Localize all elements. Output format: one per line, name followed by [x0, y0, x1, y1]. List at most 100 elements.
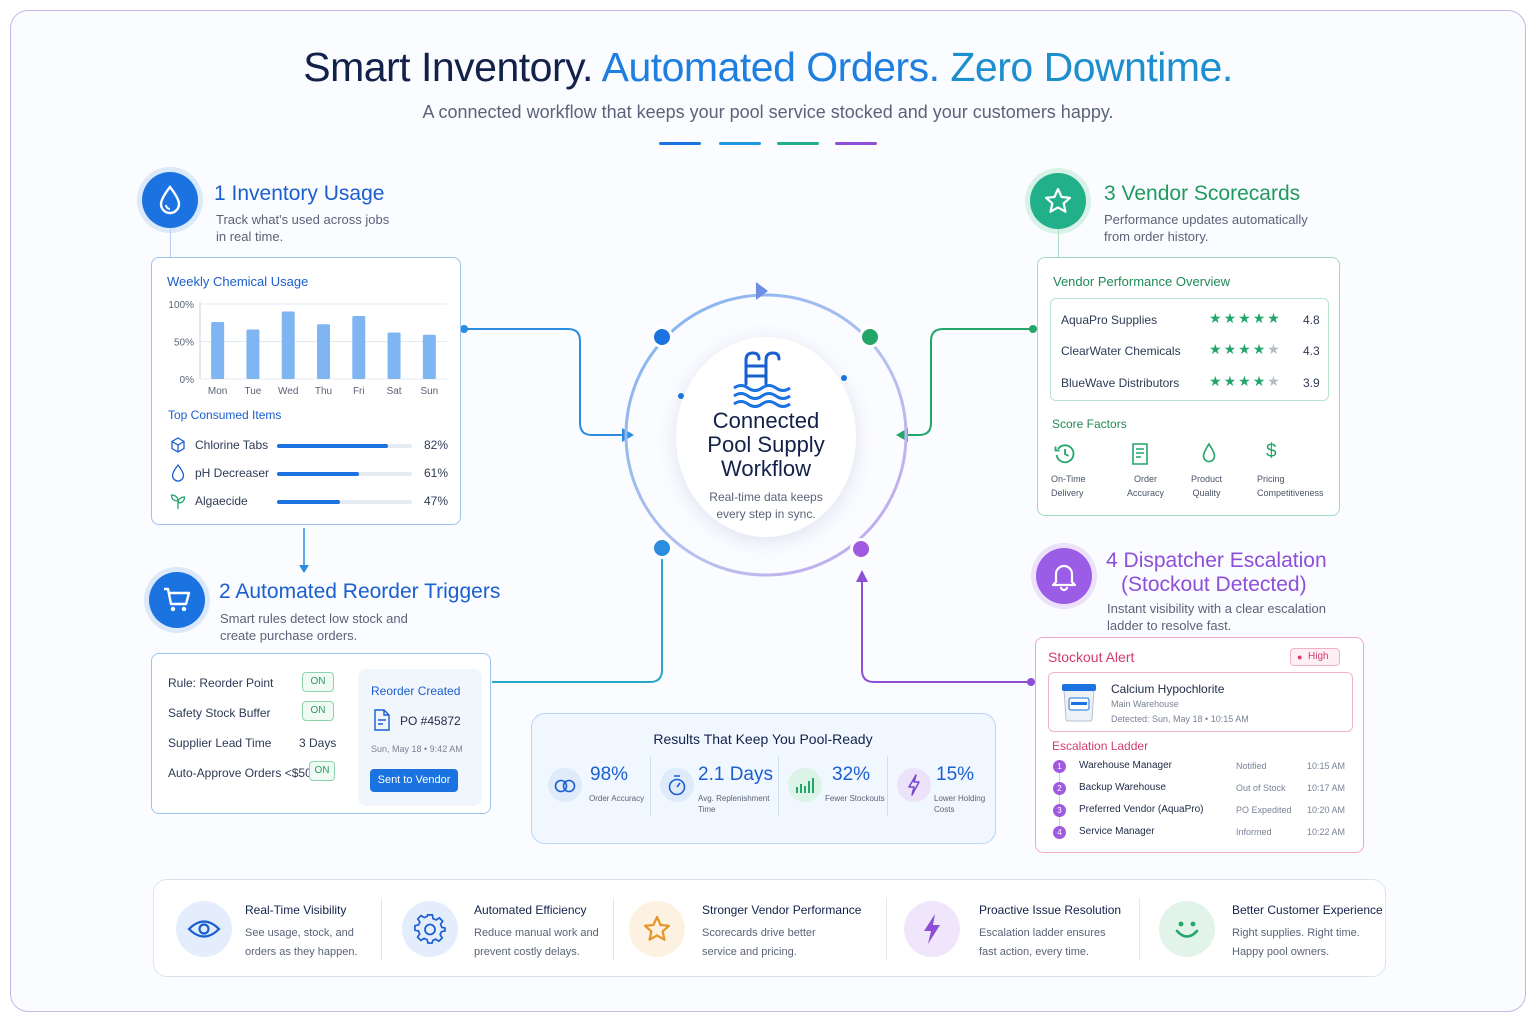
stockout-alert-title: Stockout Alert [1048, 649, 1135, 665]
rule-label: Auto-Approve Orders <$500 [168, 766, 319, 780]
ring-inner-dot-2 [841, 375, 847, 381]
rating-star: ★ [1238, 341, 1253, 357]
escalation-status: Out of Stock [1236, 783, 1286, 793]
sprout-icon [170, 494, 186, 509]
divider-purple [835, 142, 877, 145]
escalation-role: Preferred Vendor (AquaPro) [1079, 804, 1204, 815]
star-icon [643, 915, 671, 941]
center-desc-line2: every step in sync. [716, 507, 816, 521]
result-label-line1: Lower Holding [934, 794, 986, 803]
center-title: Connected Pool Supply Workflow [676, 409, 856, 481]
stockout-card: Stockout Alert ● High Calcium Hypochlori… [1035, 637, 1364, 853]
chart-bar [211, 322, 225, 379]
top-item-bar-fill [277, 444, 388, 448]
connector-arrow-step4 [856, 570, 868, 582]
benefit-title: Real-Time Visibility [245, 903, 347, 917]
escalation-ladder-title: Escalation Ladder [1052, 739, 1149, 753]
eye-icon [187, 920, 221, 938]
timer-icon [668, 775, 686, 796]
step4-number: 4 [1106, 549, 1118, 572]
smile-icon [1175, 921, 1199, 938]
score-factor-label: On-Time Delivery [1051, 472, 1086, 500]
step2-number: 2 [219, 580, 231, 603]
ring-node-lightblue [654, 540, 670, 556]
rating-star: ★ [1209, 310, 1224, 326]
benefit-title: Automated Efficiency [474, 903, 587, 917]
rule-label: Safety Stock Buffer [168, 706, 271, 720]
benefit-icon-bg [402, 901, 458, 957]
benefit-desc: See usage, stock, and orders as they hap… [245, 924, 358, 962]
result-value: 32% [832, 764, 871, 785]
title-part-3: Zero Downtime. [950, 44, 1233, 90]
rule-toggle[interactable]: ON [309, 761, 335, 781]
rating-star: ★ [1223, 373, 1239, 389]
escalation-step-number: 3 [1053, 804, 1066, 817]
water-drop-icon [159, 185, 181, 215]
chart-x-tick-label: Mon [208, 386, 227, 397]
step1-title: 1 Inventory Usage [214, 182, 384, 206]
connector-arrow-down [299, 565, 309, 573]
score-factors-title: Score Factors [1052, 417, 1127, 431]
escalation-step: 3 Preferred Vendor (AquaPro) PO Expedite… [1036, 803, 1365, 823]
benefit-desc-line2: service and pricing. [702, 946, 797, 958]
result-icon-bg [548, 768, 582, 802]
drop-icon [171, 463, 185, 482]
reorder-created-title: Reorder Created [371, 684, 461, 698]
result-metric: 2.1 Days Avg. Replenishment Time [660, 762, 780, 822]
escalation-time: 10:22 AM [1307, 827, 1346, 837]
benefit-title: Proactive Issue Resolution [979, 903, 1122, 917]
ring-arrow [756, 282, 768, 300]
result-label: Order Accuracy [589, 793, 644, 804]
rule-toggle[interactable]: ON [302, 701, 334, 721]
step4-desc-line1: Instant visibility with a clear escalati… [1107, 601, 1326, 616]
result-icon-bg [897, 768, 931, 802]
result-value: 2.1 Days [698, 764, 773, 785]
drop-icon [1202, 442, 1216, 463]
sent-to-vendor-button[interactable]: Sent to Vendor [370, 769, 458, 792]
score-factor-label: Product Quality [1191, 472, 1222, 500]
page-title: Smart Inventory. Automated Orders. Zero … [0, 44, 1536, 91]
rule-label: Rule: Reorder Point [168, 676, 274, 690]
center-title-line3: Workflow [720, 456, 812, 481]
top-item-value: 82% [424, 438, 449, 452]
divider-green [777, 142, 819, 145]
chart-bar [352, 316, 366, 379]
top-item-bar-fill [277, 500, 341, 504]
result-label-line1: Order Accuracy [589, 794, 645, 803]
step1-desc-line2: in real time. [216, 229, 284, 244]
vendor-card-title: Vendor Performance Overview [1053, 274, 1231, 289]
lightning-icon [908, 774, 920, 796]
step2-title-text: Automated Reorder Triggers [235, 580, 501, 603]
po-time: Sun, May 18 • 9:42 AM [371, 744, 463, 754]
connector-dot-step1 [460, 325, 468, 333]
step4-title: 4 Dispatcher Escalation (Stockout Detect… [1106, 549, 1327, 597]
result-label-line2: Time [698, 805, 716, 814]
center-title-line2: Pool Supply [707, 432, 825, 457]
benefit-desc-line1: See usage, stock, and [245, 927, 354, 939]
benefits-bar: Real-Time Visibility See usage, stock, a… [153, 879, 1386, 977]
connector-step1 [466, 328, 625, 436]
stockout-product: Calcium Hypochlorite Main Warehouse Dete… [1048, 672, 1353, 732]
step2-icon-badge [149, 572, 205, 628]
title-part-2: Automated Orders. [601, 44, 940, 90]
chart-x-tick-label: Sat [387, 386, 402, 397]
title-part-1: Smart Inventory. [303, 44, 593, 90]
score-factor-line1: On-Time [1051, 474, 1086, 484]
connector-dot-step4 [1027, 678, 1035, 686]
rule-toggle[interactable]: ON [302, 672, 334, 692]
chart-bar [422, 334, 436, 379]
score-factor-line1: Product [1191, 474, 1223, 484]
handshake-icon [554, 779, 576, 793]
chemical-bucket-icon [1062, 684, 1096, 722]
chart-x-tick-label: Fri [353, 386, 365, 397]
escalation-role: Backup Warehouse [1079, 782, 1166, 793]
rating-star: ★ [1209, 341, 1224, 357]
benefit-desc-line1: Reduce manual work and [474, 927, 599, 939]
top-item-name: Algaecide [195, 494, 248, 508]
vendor-score: 4.3 [1303, 344, 1320, 358]
benefit-desc-line2: Happy pool owners. [1232, 946, 1330, 958]
step1-desc-line1: Track what's used across jobs [216, 212, 390, 227]
connector-dot-step3 [1029, 325, 1037, 333]
dollar-icon: $ [1266, 441, 1277, 462]
